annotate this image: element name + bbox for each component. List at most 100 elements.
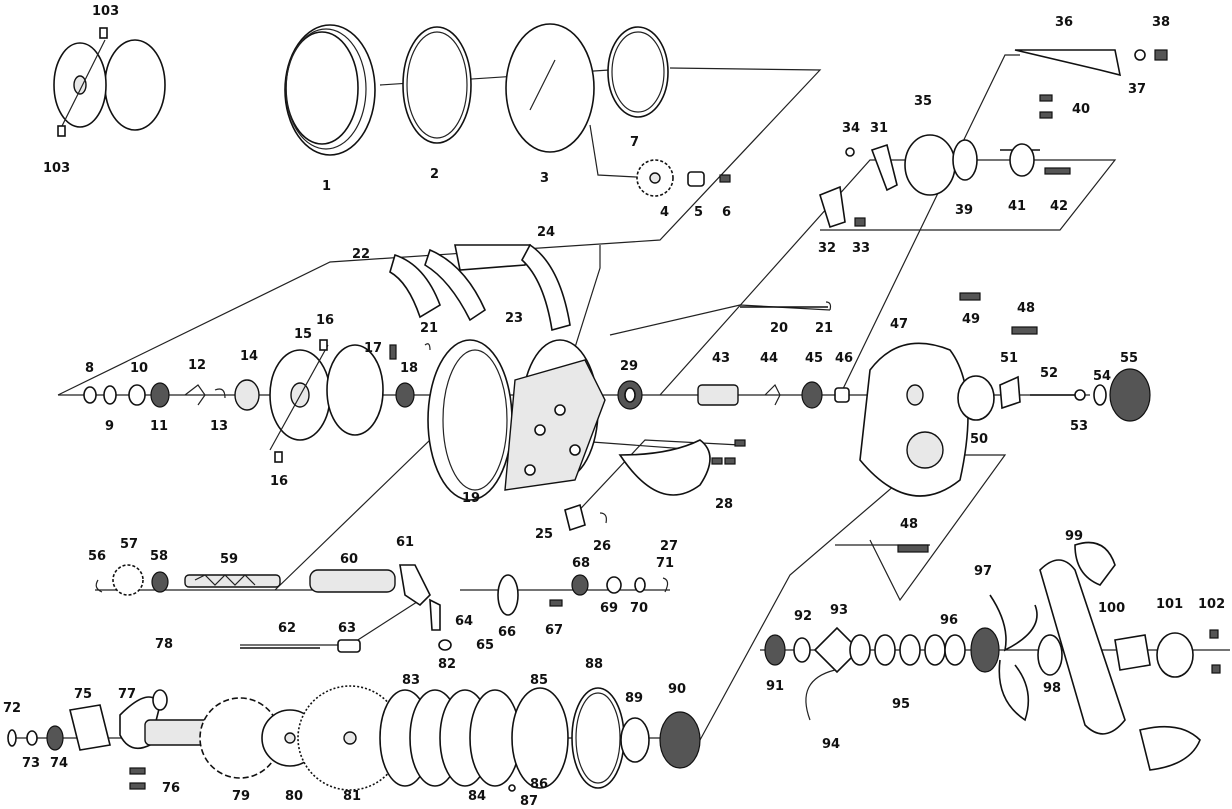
part-label: 102: [1198, 597, 1225, 612]
part-label: 9: [105, 419, 114, 434]
part-label: 8: [85, 361, 94, 376]
part-label: 82: [438, 657, 456, 672]
part-label: 22: [352, 247, 370, 262]
part-label: 1: [322, 179, 331, 194]
part-label: 97: [974, 564, 992, 579]
part-label: 84: [468, 789, 486, 804]
part-label: 48: [900, 517, 918, 532]
part-label: 11: [150, 419, 168, 434]
part-label: 89: [625, 691, 643, 706]
part-label: 54: [1093, 369, 1111, 384]
part-label: 80: [285, 789, 303, 804]
part-label: 64: [455, 614, 473, 629]
part-label: 101: [1156, 597, 1183, 612]
part-label: 4: [660, 205, 669, 220]
part-label: 103: [43, 161, 70, 176]
part-labels: 1 2 3 4 5 6 7 8 9 10 11 12 13 14 15 16 1…: [3, 4, 1225, 809]
parts: [7, 23, 1221, 792]
part-label: 86: [530, 777, 548, 792]
part-label: 57: [120, 537, 138, 552]
part-label: 94: [822, 737, 840, 752]
part-label: 23: [505, 311, 523, 326]
part-label: 47: [890, 317, 908, 332]
part-label: 35: [914, 94, 932, 109]
part-label: 16: [316, 313, 334, 328]
part-label: 75: [74, 687, 92, 702]
part-label: 59: [220, 552, 238, 567]
part-label: 81: [343, 789, 361, 804]
part-label: 32: [818, 241, 836, 256]
part-label: 21: [420, 321, 438, 336]
part-label: 53: [1070, 419, 1088, 434]
part-label: 50: [970, 432, 988, 447]
part-label: 26: [593, 539, 611, 554]
part-label: 91: [766, 679, 784, 694]
part-label: 6: [722, 205, 731, 220]
part-label: 42: [1050, 199, 1068, 214]
part-label: 28: [715, 497, 733, 512]
part-label: 2: [430, 167, 439, 182]
part-label: 48: [1017, 301, 1035, 316]
part-label: 85: [530, 673, 548, 688]
part-label: 15: [294, 327, 312, 342]
part-label: 55: [1120, 351, 1138, 366]
part-label: 20: [770, 321, 788, 336]
part-label: 87: [520, 794, 538, 809]
part-label: 63: [338, 621, 356, 636]
part-label: 78: [155, 637, 173, 652]
part-label: 56: [88, 549, 106, 564]
part-label: 31: [870, 121, 888, 136]
part-label: 79: [232, 789, 250, 804]
part-label: 13: [210, 419, 228, 434]
part-label: 58: [150, 549, 168, 564]
part-label: 10: [130, 361, 148, 376]
part-label: 45: [805, 351, 823, 366]
part-label: 73: [22, 756, 40, 771]
part-label: 103: [92, 4, 119, 19]
part-label: 70: [630, 601, 648, 616]
part-label: 95: [892, 697, 910, 712]
part-label: 43: [712, 351, 730, 366]
part-label: 5: [694, 205, 703, 220]
part-label: 27: [660, 539, 678, 554]
part-label: 17: [364, 341, 382, 356]
part-label: 74: [50, 756, 68, 771]
part-label: 7: [630, 135, 639, 150]
part-label: 62: [278, 621, 296, 636]
part-label: 25: [535, 527, 553, 542]
part-label: 76: [162, 781, 180, 796]
part-label: 83: [402, 673, 420, 688]
part-label: 66: [498, 625, 516, 640]
part-label: 92: [794, 609, 812, 624]
part-label: 72: [3, 701, 21, 716]
part-label: 99: [1065, 529, 1083, 544]
part-label: 16: [270, 474, 288, 489]
part-label: 24: [537, 225, 555, 240]
part-label: 61: [396, 535, 414, 550]
part-label: 39: [955, 203, 973, 218]
part-label: 33: [852, 241, 870, 256]
part-label: 14: [240, 349, 258, 364]
part-label: 65: [476, 638, 494, 653]
part-label: 67: [545, 623, 563, 638]
part-label: 38: [1152, 15, 1170, 30]
part-label: 3: [540, 171, 549, 186]
part-label: 93: [830, 603, 848, 618]
part-label: 34: [842, 121, 860, 136]
part-label: 52: [1040, 366, 1058, 381]
part-label: 36: [1055, 15, 1073, 30]
part-label: 100: [1098, 601, 1125, 616]
part-label: 46: [835, 351, 853, 366]
part-label: 69: [600, 601, 618, 616]
part-label: 60: [340, 552, 358, 567]
part-label: 41: [1008, 199, 1026, 214]
part-label: 37: [1128, 82, 1146, 97]
part-label: 12: [188, 358, 206, 373]
part-label: 51: [1000, 351, 1018, 366]
part-label: 18: [400, 361, 418, 376]
part-label: 88: [585, 657, 603, 672]
part-label: 19: [462, 491, 480, 506]
part-label: 96: [940, 613, 958, 628]
part-label: 40: [1072, 102, 1090, 117]
